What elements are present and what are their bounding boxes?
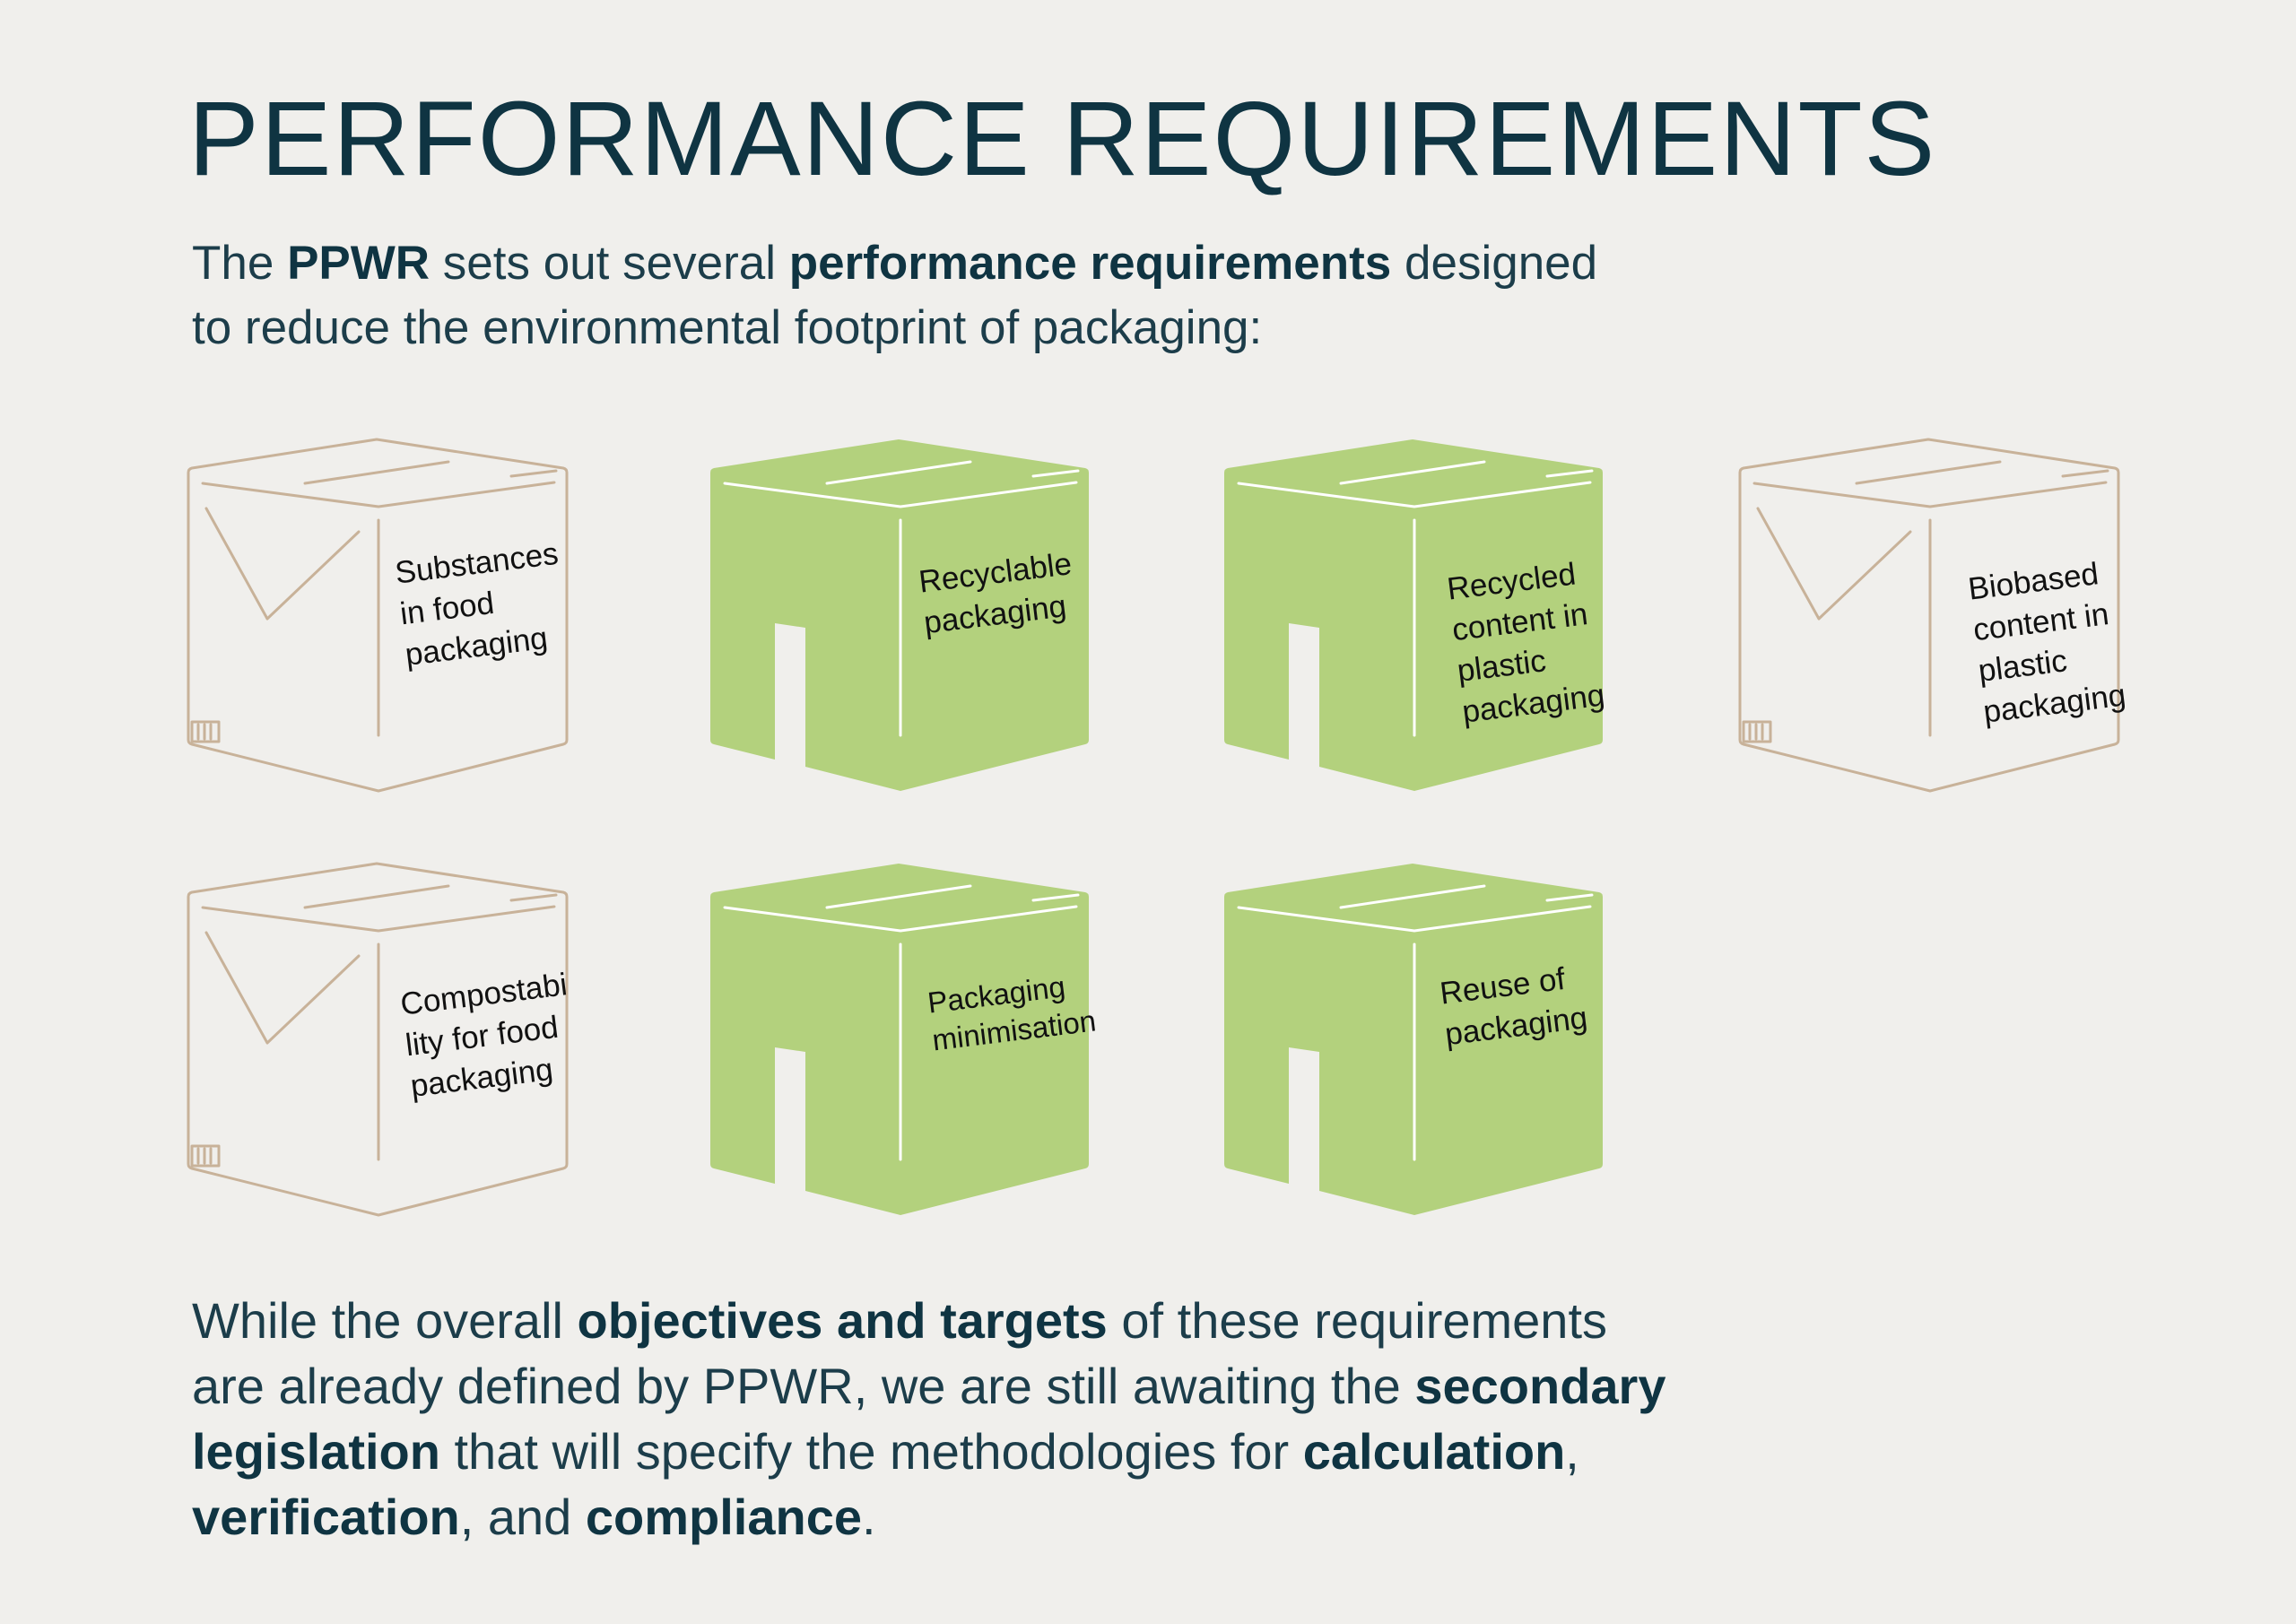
outline-box-icon (1738, 438, 2120, 793)
box-label: Reuse of packaging (1438, 960, 1590, 1053)
box-recycled-content-plastic: Recycled content in plastic packaging (1215, 435, 1610, 794)
outro-paragraph: While the overall objectives and targets… (192, 1292, 1666, 1545)
box-recyclable-packaging: Recyclable packaging (701, 435, 1096, 794)
box-reuse-of-packaging: Reuse of packaging (1215, 859, 1610, 1218)
filled-box-icon (710, 864, 1089, 1215)
outline-box-icon (187, 862, 569, 1217)
box-substances-in-food-packaging: Substances in food packaging (179, 435, 574, 794)
box-label: Substances in food packaging (393, 535, 561, 673)
page-title: PERFORMANCE REQUIREMENTS (188, 80, 1937, 198)
intro-paragraph: The PPWR sets out several performance re… (192, 237, 1598, 354)
box-label: Recycled content in plastic packaging (1445, 556, 1607, 730)
filled-box-icon (1224, 439, 1603, 791)
filled-box-icon (1224, 864, 1603, 1215)
filled-box-icon (710, 439, 1089, 791)
outline-box-icon (187, 438, 569, 793)
box-label: Compostabi lity for food packaging (398, 967, 570, 1105)
box-label: Biobased content in plastic packaging (1966, 556, 2128, 730)
box-biobased-content-plastic: Biobased content in plastic packaging (1731, 435, 2128, 794)
box-compostability-food-packaging: Compostabi lity for food packaging (179, 859, 574, 1218)
box-packaging-minimisation: Packaging minimisation (701, 859, 1098, 1218)
